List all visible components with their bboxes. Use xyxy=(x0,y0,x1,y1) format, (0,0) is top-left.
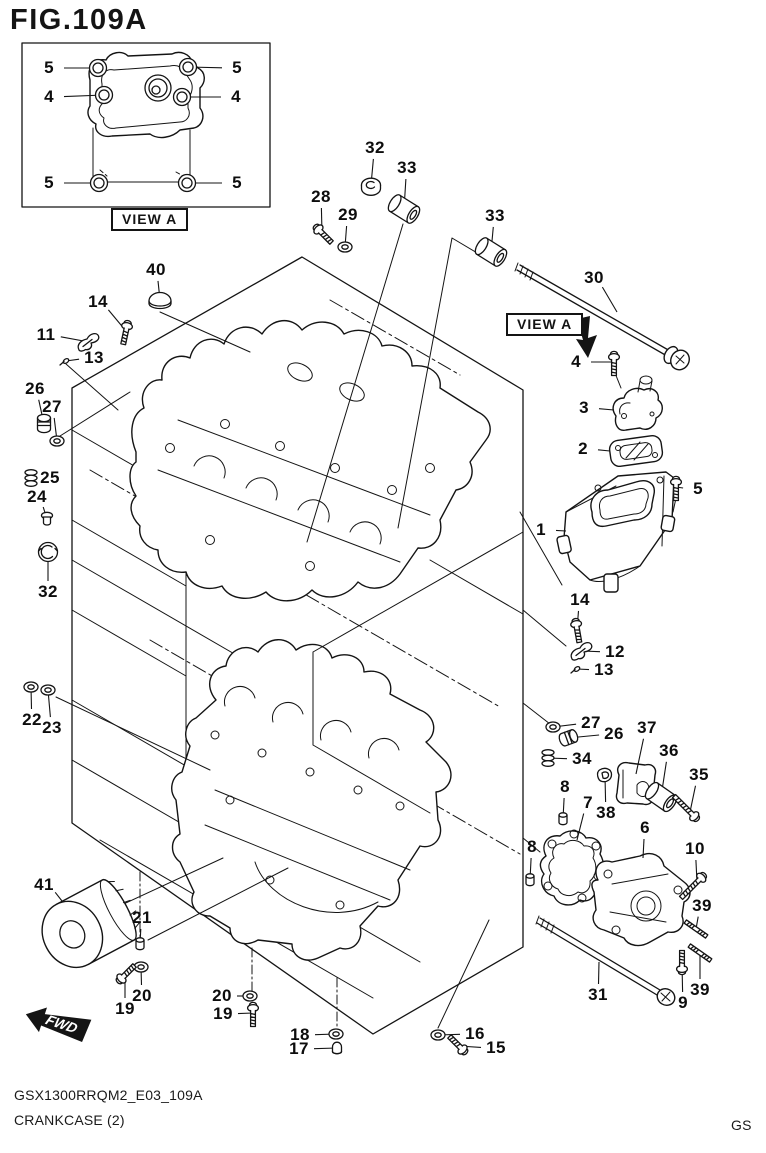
part-41-oil-filter xyxy=(41,878,141,969)
view-a-inset xyxy=(21,42,271,208)
part-6-pump-cover xyxy=(591,852,691,947)
fwd-arrow: FWD xyxy=(25,1007,92,1042)
part-31-long-stud xyxy=(535,915,676,1006)
part-2-reed-plate xyxy=(608,434,664,468)
inset-border xyxy=(21,42,271,208)
part-1-breather-body xyxy=(556,471,676,593)
part-30-long-bolt xyxy=(514,262,690,371)
view-a-pointer-label: VIEW A xyxy=(506,313,584,336)
figure-name: CRANKCASE (2) xyxy=(14,1112,125,1128)
figure-code: GSX1300RRQM2_E03_109A xyxy=(14,1087,203,1103)
part-3-breather-cover xyxy=(612,375,663,431)
inner-section-plane xyxy=(312,531,524,814)
lower-crankcase-half xyxy=(171,639,452,961)
inset-boss xyxy=(144,74,172,102)
page-code: GS xyxy=(731,1117,752,1133)
part-7-gasket xyxy=(539,829,605,906)
inset-cover-outline xyxy=(87,51,205,139)
figure-title: FIG.109A xyxy=(10,4,148,36)
upper-crankcase-half xyxy=(129,320,491,602)
view-a-inset-label: VIEW A xyxy=(111,208,189,231)
part-37-joint xyxy=(615,761,657,806)
